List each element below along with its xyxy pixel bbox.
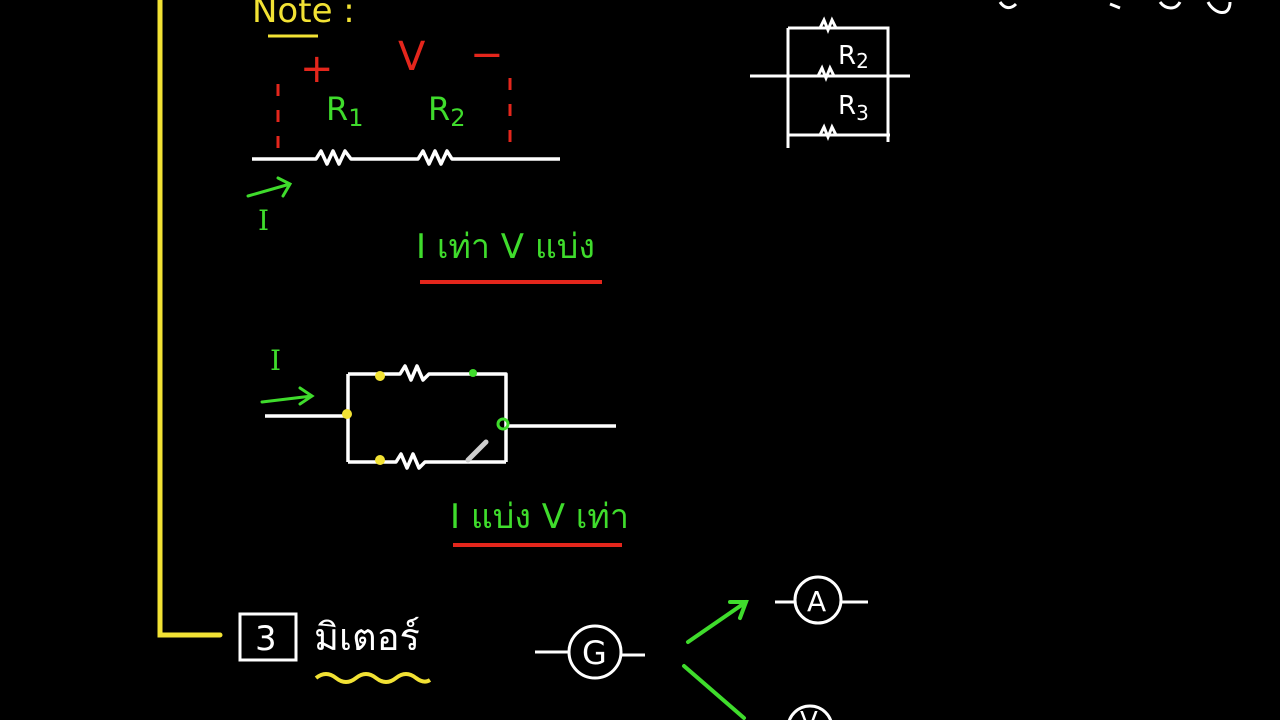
network-r3-label: R3 <box>838 91 869 125</box>
resistor-zigzag-bottom <box>818 123 838 142</box>
section-number-box <box>238 612 298 662</box>
parallel-current-label: I <box>270 344 281 377</box>
section-number: 3 <box>255 619 277 659</box>
arrow-to-voltmeter-icon <box>682 664 746 720</box>
arrow-to-ammeter-icon <box>686 600 749 644</box>
junction-node-top-right <box>469 369 477 377</box>
junction-node-left <box>342 409 352 419</box>
section-title: มิเตอร์ <box>314 615 420 659</box>
polarity-plus: + <box>300 46 334 92</box>
resistor-r2-label: R2 <box>428 90 466 132</box>
series-wire <box>252 149 560 166</box>
cropped-writing-top <box>998 1 1232 14</box>
junction-node-top-left <box>375 371 385 381</box>
series-current-label: I <box>258 204 269 237</box>
parallel-wires <box>265 364 616 470</box>
galvanometer-label: G <box>582 634 607 672</box>
resistor-r1-label: R1 <box>326 90 364 132</box>
galvanometer-leads <box>535 650 645 657</box>
series-rule: I เท่า V แบ่ง <box>416 227 595 267</box>
series-circuit: + V − R1 R2 I I เท่า V แบ่ง <box>246 32 602 284</box>
junction-node-right <box>496 417 510 431</box>
pen-cursor-icon <box>465 439 489 463</box>
section-title-squiggle <box>314 672 432 684</box>
junction-node-bottom-left <box>375 455 385 465</box>
voltage-label: V <box>398 34 426 80</box>
note-heading: Note : <box>252 0 355 38</box>
section-3-heading: 3 มิเตอร์ <box>238 612 432 684</box>
network-r2-label: R2 <box>838 41 869 73</box>
voltmeter-symbol <box>787 704 833 720</box>
note-text: Note : <box>252 0 355 31</box>
ammeter-symbol <box>793 575 843 625</box>
resistor-zigzag-middle <box>816 64 836 83</box>
resistor-zigzag-top <box>818 16 838 35</box>
current-arrow-icon <box>246 176 293 198</box>
galvanometer-symbol <box>567 624 623 680</box>
outline-bracket <box>157 0 223 638</box>
voltmeter-label: V <box>800 707 818 720</box>
meters-diagram: G A V <box>535 575 868 720</box>
network-wires <box>750 26 910 148</box>
parallel-circuit: I I แบ่ง V เท่า <box>260 344 629 547</box>
polarity-minus: − <box>470 32 504 78</box>
parallel-current-arrow-icon <box>260 386 315 406</box>
ammeter-label: A <box>807 585 826 618</box>
parallel-rule: I แบ่ง V เท่า <box>450 497 629 537</box>
top-right-resistor-network: R2 R3 <box>750 1 1232 148</box>
